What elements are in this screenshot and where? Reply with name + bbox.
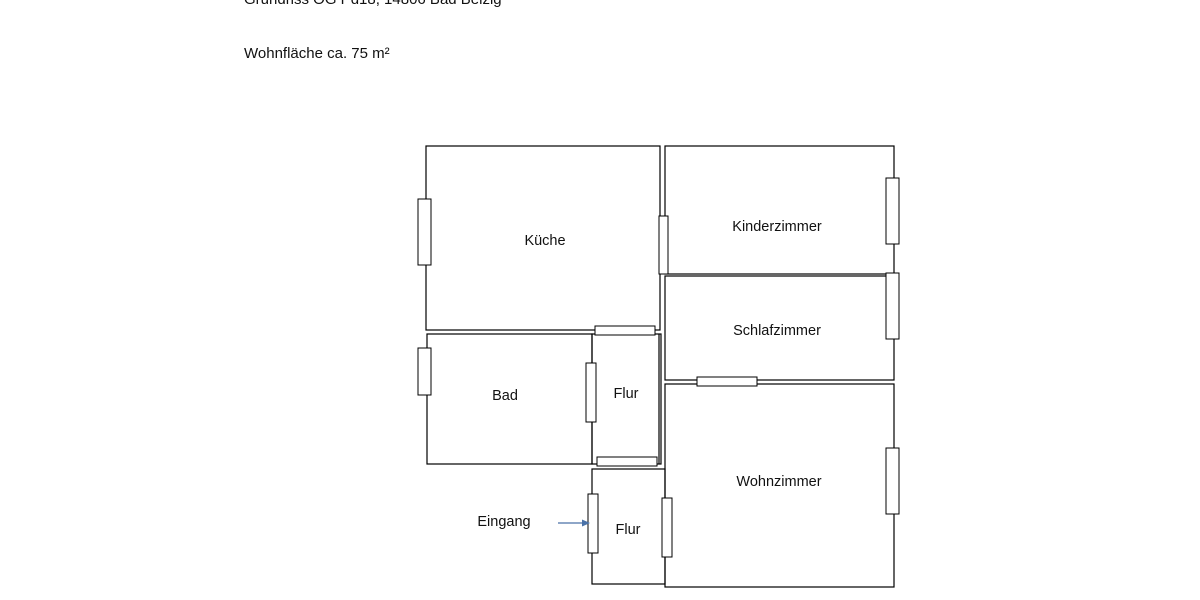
label-bad: Bad <box>492 388 518 404</box>
document-title: Grundriss OG Pd18, 14806 Bad Belzig <box>244 0 502 8</box>
label-flur-lower: Flur <box>616 522 641 538</box>
door-schlafzimmer <box>696 376 758 387</box>
window-kueche <box>417 198 432 266</box>
entrance-arrow <box>558 519 590 527</box>
door-kueche-flur <box>594 325 656 336</box>
door-bad <box>585 362 597 423</box>
label-wohnzimmer: Wohnzimmer <box>736 474 821 490</box>
label-kueche: Küche <box>524 233 565 249</box>
window-bad <box>417 347 432 396</box>
living-area: Wohnfläche ca. 75 m² <box>244 45 390 62</box>
room-kinderzimmer <box>664 145 895 275</box>
door-flur <box>596 456 658 467</box>
door-kueche-kinderzimmer <box>658 215 669 275</box>
label-flur-upper: Flur <box>614 386 639 402</box>
label-eingang: Eingang <box>477 514 530 530</box>
label-schlafzimmer: Schlafzimmer <box>733 323 821 339</box>
door-wohnzimmer <box>661 497 673 558</box>
door-eingang <box>587 493 599 554</box>
window-schlafzimmer <box>885 272 900 340</box>
label-kinderzimmer: Kinderzimmer <box>732 219 822 235</box>
window-wohnzimmer <box>885 447 900 515</box>
window-kinderzimmer <box>885 177 900 245</box>
